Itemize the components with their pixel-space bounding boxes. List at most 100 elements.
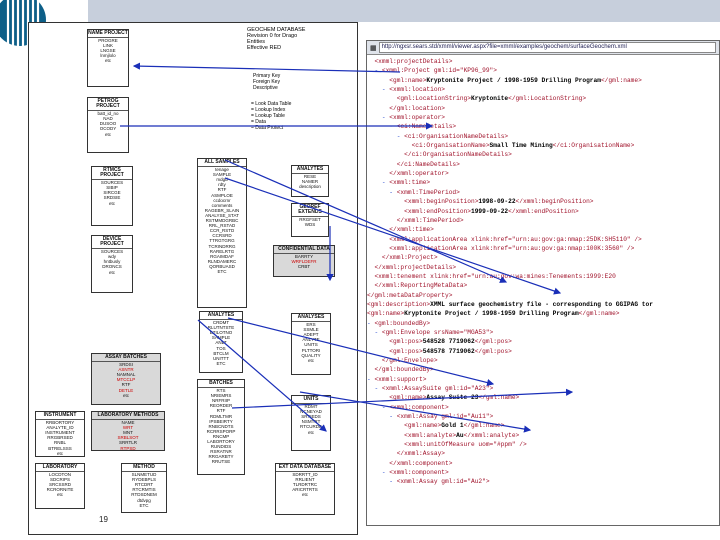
xml-line: - <ci:OrganisationNameDetails> [396,132,509,140]
entity-field: DETLE [118,387,134,393]
entity-field: RGAIMDAF [210,253,234,259]
entity-title: NAME PROJECT [88,30,128,39]
legend-line: Foreign Key [253,79,280,85]
entity-field: CCR_RSTD [209,228,235,234]
entity-title: EXT DATA DATABASE [276,464,334,473]
entity-field: NSMTRT [301,419,321,425]
xml-line: - <xmml:operator> [381,114,445,122]
entity-field: NAMNAL [116,372,136,378]
page-icon: ▦ [370,44,377,52]
entity-field: RNBL [53,440,66,446]
mapping-arrow [197,319,327,432]
url-field[interactable]: http://ngxsr.sears.std/xmml/viewer.aspx?… [378,42,716,53]
entity-field: rdty [218,182,226,188]
entity-field: ccdocrnr [213,197,231,203]
entity-field: RTCRMTIS [132,487,156,493]
xml-line: - <xmml:AssaySuite gml:id="A23"> [374,385,494,393]
entity-field: RTCURDE [300,424,322,430]
entity-field: RUNDIDS [210,444,232,450]
entity-field: RDMT [304,404,318,410]
entity-field: ERS [306,322,316,328]
xml-line: </xmml:Assay> [396,450,445,458]
mapping-arrow [227,317,495,387]
entity-field: DUSOO [99,121,117,127]
entity-field: UNITS [304,342,318,348]
legend-line: Descriptive [253,85,278,91]
entity-field: TOS [216,345,226,351]
header-line: Effective RED [247,45,282,51]
entity-field: RRBORTORY [45,420,75,426]
xml-line: <xmml:applicationArea xlink:href="urn:au… [389,235,642,243]
xml-line: <ci:OrganisationName>Small Time Mining</… [411,142,635,150]
mapping-arrow [231,388,574,409]
entity-title: ANALYTES [292,166,328,175]
entity-field: SDCRIPS [49,477,70,483]
page-number: 19 [99,515,108,524]
entity-field: BTCLM [213,350,229,356]
entity-title: CONFIDENTIAL DATA [274,246,334,255]
entity-field: SRDSI [119,362,133,368]
entity-field: RTCDRT [134,482,154,488]
entity-title: ALL SAMPLES [198,159,246,168]
entity-field: mdgd [216,177,228,183]
xml-line: <gml:name>Kryptonite Project / 1998-1959… [389,76,642,84]
xml-line: <gml:pos>548528 7719062</gml:pos> [389,338,512,346]
xml-line: <xmml:beginPosition>1998-09-22</xmml:beg… [404,198,594,206]
entity-field: RSTMMDGRBC [205,218,239,224]
xml-line: <gml:description>XMML surface geochemist… [367,300,653,308]
entity-field: REORDER [209,403,233,409]
entity-field: INSTRUMENT [45,430,75,436]
legend-line: = Lookup Table [251,113,285,119]
entity-title: LABORATORY METHODS [92,412,164,421]
xml-line: </gml:metaDataProperty> [367,291,453,299]
entity-field: RAGEBR_SLAIN [204,207,240,213]
entity-field: RSRATNR [210,449,232,455]
entity-field: SRBLSOT [117,435,139,441]
entity-field: TLRDRTRC [292,482,318,488]
entity-field: RTPSD [120,445,136,451]
entity-field: MNT [123,430,133,436]
entity-field: RYDEBPLS [132,477,156,483]
legend-line: = Look Data Table [251,101,292,107]
entity-field: BTRELSSS [48,445,72,451]
entity-field: SRCSSRD [48,482,71,488]
entity-field: QUALITY [301,352,321,358]
entity-title: UNITS [292,396,330,405]
entity-title: LABORATORY [36,464,84,473]
entity-field: RRGBRSED [47,435,73,441]
diagram-legend-symbols: = Look Data Table= Lookup Index= Lookup … [251,101,291,131]
entity-field: RESE [303,174,317,180]
entity-field: ASMPLOE [211,192,233,198]
entity-title: BATCHES [198,380,244,389]
xml-line: </xmml:ReportingMetaData> [374,282,468,290]
entity-field: MTCCLP [116,377,136,383]
entity-field: SDRRTT_ID [292,472,318,478]
entity-field: NAMER [301,179,319,185]
entity-field: RRGARBTY [208,454,234,460]
entity-title: METHOD [122,464,166,473]
entity-field: ANLT [215,340,227,346]
entity-field: SLNMETUD [131,472,157,478]
entity-field: etc [56,492,63,498]
entity-field: WRT [122,425,134,431]
entity-title: INSTRUMENT [36,412,84,421]
xml-line: <gml:pos>548578 7719062</gml:pos> [389,347,512,355]
entity-field: RTF [121,382,131,388]
xml-line: - <xmml:component> [381,403,449,411]
entity-field: WRFLDEFR [291,259,317,265]
entity-field: NCNEYAD [300,409,322,415]
entity-field: etc [108,200,115,206]
browser-window: ▦ http://ngxsr.sears.std/xmml/viewer.asp… [366,40,720,526]
header-band [88,0,720,22]
entity-field: comments [211,202,233,208]
entity-field: etc [108,269,115,275]
entity-field: BTILOTNO [209,330,233,336]
entity-field: etc [301,492,308,498]
xml-line: </gml:Envelope> [381,357,438,364]
entity-field: SRDSIE [103,195,121,201]
